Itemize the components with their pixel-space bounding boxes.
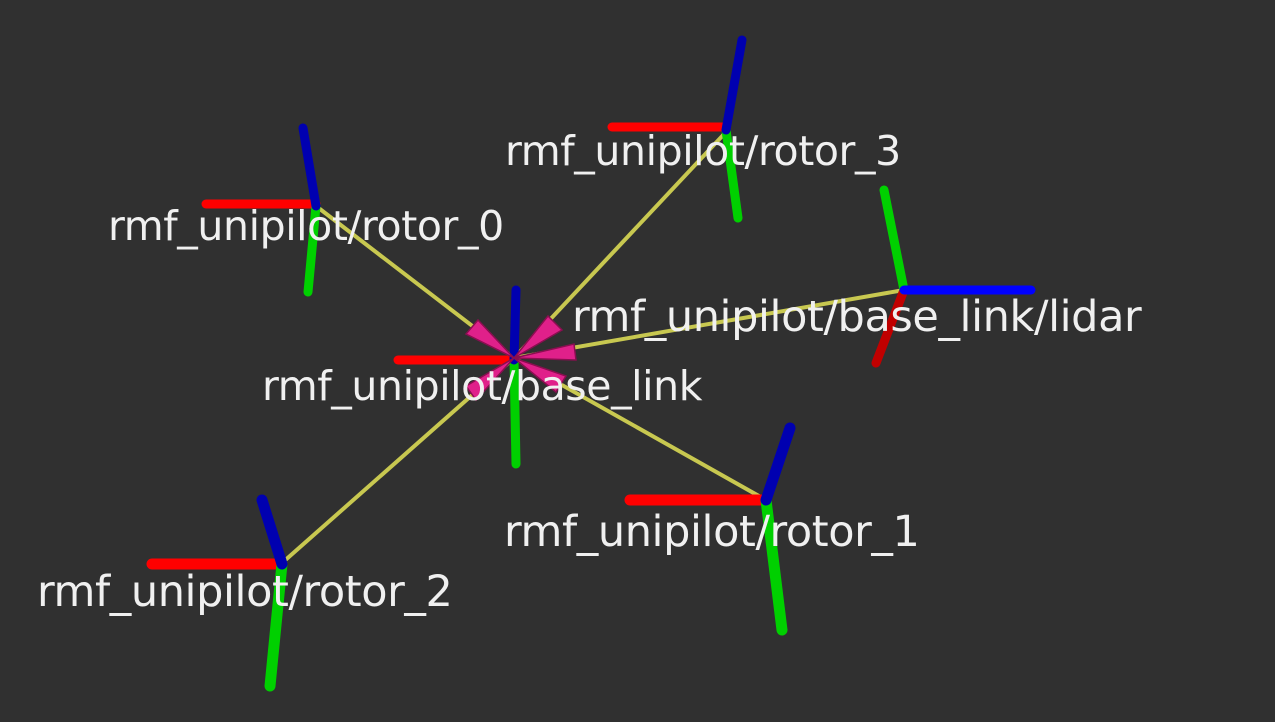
y-axis: [303, 201, 321, 297]
frame-axes-rotor-2[interactable]: [146, 494, 288, 692]
z-axis: [760, 422, 796, 506]
y-axis: [721, 125, 743, 223]
arrowhead-from-rotor-0: [464, 318, 515, 359]
frame-labels: rmf_unipilot/rotor_0 rmf_unipilot/rotor_…: [37, 127, 1142, 617]
x-axis: [871, 285, 909, 368]
y-axis: [264, 558, 288, 692]
frame-axes-rotor-0[interactable]: [201, 123, 321, 297]
arrowhead-from-rotor-3: [513, 314, 564, 359]
tf-arrowheads: [464, 314, 577, 402]
frame-label-rotor-3: rmf_unipilot/rotor_3: [505, 127, 901, 175]
z-axis: [509, 285, 521, 365]
frame-label-rotor-2: rmf_unipilot/rotor_2: [37, 567, 453, 617]
z-axis: [298, 123, 321, 211]
z-axis: [256, 494, 288, 570]
z-axis: [721, 35, 747, 135]
frame-axes-rotor-3[interactable]: [607, 35, 747, 223]
frame-label-rotor-0: rmf_unipilot/rotor_0: [108, 202, 504, 250]
arrowhead-from-rotor-1: [513, 357, 568, 394]
tf-link-lidar: [512, 288, 906, 360]
tf-links: [280, 130, 906, 565]
y-axis: [879, 185, 909, 295]
frame-label-base-link: rmf_unipilot/base_link: [262, 362, 703, 410]
arrowhead-from-rotor-2: [464, 357, 515, 402]
frame-label-rotor-1: rmf_unipilot/rotor_1: [504, 507, 920, 557]
frame-axes-rotor-1[interactable]: [624, 422, 796, 636]
frame-axes-base-link[interactable]: [393, 285, 521, 469]
frame-axes-lidar[interactable]: [871, 185, 1036, 368]
y-axis: [760, 494, 788, 636]
y-axis: [509, 355, 521, 469]
arrowhead-from-lidar: [513, 343, 577, 361]
frame-label-lidar: rmf_unipilot/base_link/lidar: [572, 292, 1142, 342]
